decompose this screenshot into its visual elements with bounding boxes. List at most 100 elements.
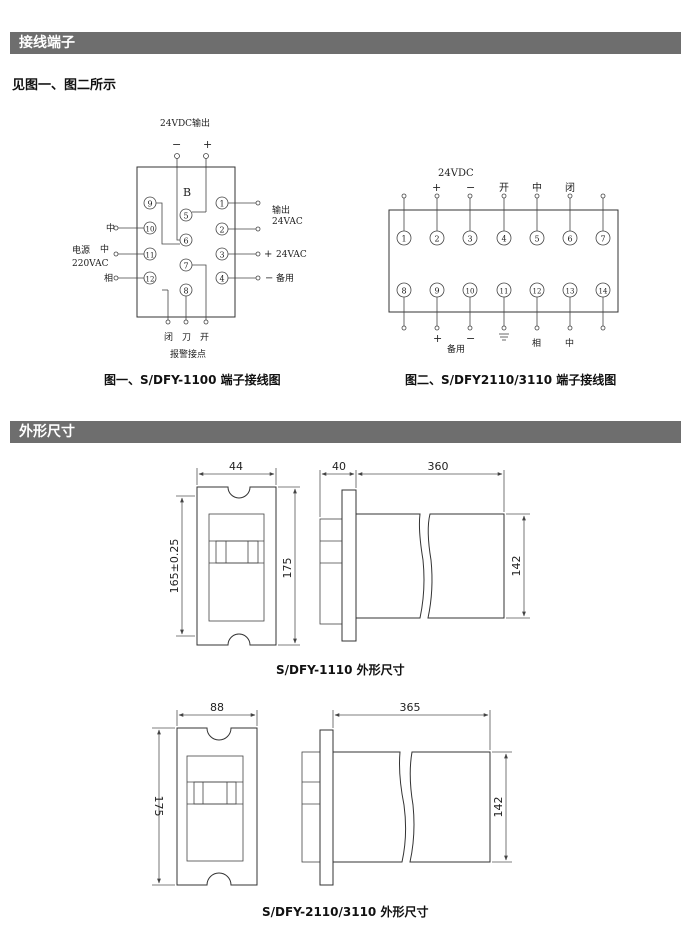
fig2-xiang-label: 相 bbox=[532, 337, 541, 349]
d1-body-height: 142 bbox=[510, 556, 523, 577]
fig1-output-label: 输出 bbox=[272, 204, 290, 216]
fig1-xiang-label: 相 bbox=[104, 272, 113, 284]
fig2-terminal-6: 6 bbox=[562, 230, 578, 246]
svg-text:11: 11 bbox=[500, 288, 509, 296]
svg-text:12: 12 bbox=[146, 276, 155, 284]
fig2-plus: + bbox=[432, 181, 441, 194]
d1-front-width: 44 bbox=[229, 460, 243, 473]
d2-front-width: 88 bbox=[210, 701, 224, 714]
fig2-bottom-plus: + bbox=[433, 332, 442, 345]
fig2-zhong: 中 bbox=[532, 181, 542, 194]
d2-height: 175 bbox=[152, 796, 165, 817]
dimension-drawing-1: 44 165±0.25 175 40 360 142 bbox=[168, 460, 530, 646]
fig1-zhong-label: 中 bbox=[100, 243, 109, 255]
section-header-wiring: 接线端子 bbox=[10, 32, 681, 54]
fig2-kai: 开 bbox=[499, 183, 509, 194]
fig1-b-label: B bbox=[183, 186, 191, 199]
fig2-terminal-13: 13 bbox=[562, 282, 578, 298]
fig1-kai-label: 开 bbox=[200, 332, 209, 343]
d1-depth: 360 bbox=[428, 460, 449, 473]
svg-text:4: 4 bbox=[219, 275, 224, 284]
d2-front-panel bbox=[176, 727, 258, 886]
svg-text:1: 1 bbox=[401, 235, 406, 244]
ground-icon bbox=[499, 333, 509, 341]
fig1-terminal-2: 2 bbox=[215, 222, 229, 236]
fig2-terminal-block bbox=[388, 209, 619, 313]
wiring-subtitle: 见图一、图二所示 bbox=[12, 78, 117, 93]
fig1-alarm-label: 报警接点 bbox=[170, 348, 206, 360]
fig2-terminal-12: 12 bbox=[529, 282, 545, 298]
fig2-terminal-4: 4 bbox=[496, 230, 512, 246]
figure-2-terminal-diagram: 24VDC + − 开 中 闭 1 2 3 4 5 6 7 bbox=[388, 168, 619, 355]
fig2-terminal-1: 1 bbox=[396, 230, 412, 246]
d1-mount-height: 165±0.25 bbox=[168, 539, 181, 594]
section-header-dimensions: 外形尺寸 bbox=[10, 421, 681, 443]
svg-text:9: 9 bbox=[434, 287, 439, 296]
fig2-terminal-9: 9 bbox=[429, 282, 445, 298]
svg-text:7: 7 bbox=[600, 235, 605, 244]
fig1-terminal-5: 5 bbox=[179, 208, 193, 222]
fig1-plus-label: + bbox=[203, 138, 212, 151]
fig2-terminal-11: 11 bbox=[496, 282, 512, 298]
fig1-terminal-11: 11 bbox=[143, 247, 157, 261]
fig1-terminal-7: 7 bbox=[179, 258, 193, 272]
svg-text:4: 4 bbox=[501, 235, 506, 244]
fig2-terminal-8: 8 bbox=[396, 282, 412, 298]
dimension-drawing-2: 88 175 365 142 bbox=[152, 701, 512, 886]
svg-text:10: 10 bbox=[146, 226, 155, 234]
svg-text:12: 12 bbox=[533, 288, 542, 296]
svg-text:3: 3 bbox=[219, 251, 224, 260]
svg-text:3: 3 bbox=[467, 235, 472, 244]
fig1-plus-right: + bbox=[264, 249, 272, 260]
svg-text:9: 9 bbox=[147, 200, 152, 209]
fig2-minus: − bbox=[466, 181, 475, 194]
fig2-terminal-10: 10 bbox=[462, 282, 478, 298]
fig1-terminal-12: 12 bbox=[143, 271, 157, 285]
fig2-terminal-7: 7 bbox=[595, 230, 611, 246]
svg-text:13: 13 bbox=[566, 288, 575, 296]
fig2-terminal-5: 5 bbox=[529, 230, 545, 246]
fig1-terminal-3: 3 bbox=[215, 247, 229, 261]
fig2-terminal-3: 3 bbox=[462, 230, 478, 246]
fig2-spare-label: 备用 bbox=[447, 343, 465, 355]
fig1-dao-label: 刀 bbox=[182, 333, 191, 343]
fig1-24vac-out-label: 24VAC bbox=[272, 217, 303, 227]
fig1-caption: 图一、S/DFY-1100 端子接线图 bbox=[104, 373, 281, 387]
fig1-terminal-1: 1 bbox=[215, 196, 229, 210]
fig2-caption: 图二、S/DFY2110/3110 端子接线图 bbox=[405, 373, 617, 387]
svg-text:10: 10 bbox=[466, 288, 475, 296]
d1-front-panel bbox=[196, 486, 277, 646]
svg-text:7: 7 bbox=[183, 262, 188, 271]
svg-text:5: 5 bbox=[534, 235, 539, 244]
fig2-terminal-2: 2 bbox=[429, 230, 445, 246]
d2-body-height: 142 bbox=[492, 797, 505, 818]
fig1-terminal-9: 9 bbox=[143, 196, 157, 210]
svg-text:2: 2 bbox=[434, 235, 439, 244]
fig1-bi-label: 闭 bbox=[164, 331, 173, 343]
fig1-220vac-label: 220VAC bbox=[72, 259, 109, 269]
fig2-bi: 闭 bbox=[565, 181, 575, 194]
fig2-top-label: 24VDC bbox=[438, 168, 474, 179]
svg-text:1: 1 bbox=[219, 200, 224, 209]
svg-text:6: 6 bbox=[183, 237, 188, 246]
d2-caption: S/DFY-2110/3110 外形尺寸 bbox=[262, 905, 429, 919]
fig1-terminal-6: 6 bbox=[179, 233, 193, 247]
fig1-spare-label: 备用 bbox=[276, 272, 294, 284]
fig2-bottom-minus: − bbox=[466, 332, 475, 345]
svg-text:6: 6 bbox=[567, 235, 572, 244]
fig2-terminal-14: 14 bbox=[595, 282, 611, 298]
d1-flange: 40 bbox=[332, 460, 346, 473]
fig1-terminal-4: 4 bbox=[215, 271, 229, 285]
fig1-24vac-in-label: 24VAC bbox=[276, 250, 307, 260]
fig1-terminal-10: 10 bbox=[143, 221, 157, 235]
svg-text:8: 8 bbox=[401, 287, 406, 296]
fig1-power-label: 电源 bbox=[72, 244, 90, 256]
fig1-terminal-8: 8 bbox=[179, 283, 193, 297]
svg-text:2: 2 bbox=[219, 226, 224, 235]
svg-text:14: 14 bbox=[599, 288, 608, 296]
d1-height: 175 bbox=[281, 558, 294, 579]
fig1-top-label: 24VDC输出 bbox=[160, 117, 210, 129]
svg-text:8: 8 bbox=[183, 287, 188, 296]
fig1-zhong-top: 中 bbox=[106, 222, 115, 234]
